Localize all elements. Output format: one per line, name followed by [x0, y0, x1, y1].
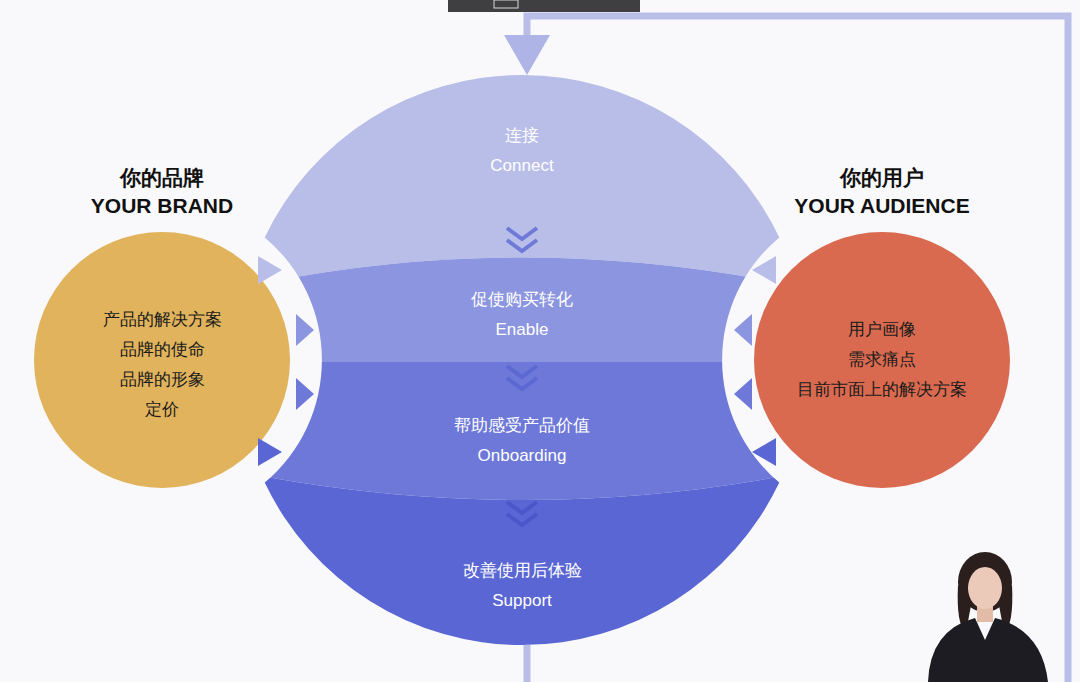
label-group: 促使购买转化Enable: [237, 285, 807, 345]
stage-band: 帮助感受产品价值Onboarding: [237, 362, 807, 500]
audience-circle: 你的用户YOUR AUDIENCE 用户画像需求痛点目前市面上的解决方案: [754, 160, 1010, 490]
presenter-suit: [928, 618, 1048, 682]
stage-label: Connect: [490, 151, 553, 181]
presenter-hair: [998, 585, 1012, 632]
inflow-triangle: [296, 378, 314, 410]
stage-label: 帮助感受产品价值: [454, 411, 590, 441]
arrow-head: [504, 35, 550, 75]
inflow-triangle: [296, 314, 314, 346]
list-item: 定价: [145, 395, 179, 425]
presenter-hair: [958, 552, 1012, 612]
inflow-triangle: [752, 438, 776, 466]
presenter-figure: [928, 552, 1048, 682]
node-heading: YOUR BRAND: [91, 192, 233, 220]
chevron: [507, 378, 537, 389]
stage-band: 改善使用后体验Support: [237, 470, 807, 645]
label-group: 帮助感受产品价值Onboarding: [237, 411, 807, 471]
node-heading: YOUR AUDIENCE: [794, 192, 969, 220]
list-item: 需求痛点: [848, 345, 916, 375]
presenter-neck: [977, 600, 993, 622]
stage-label: Onboarding: [478, 441, 567, 471]
label-group: 改善使用后体验Support: [237, 556, 807, 616]
brand-circle: 你的品牌YOUR BRAND 产品的解决方案品牌的使命品牌的形象定价: [34, 160, 290, 490]
chevron: [507, 240, 537, 251]
stage-label: Support: [492, 586, 552, 616]
list-group: 用户画像需求痛点目前市面上的解决方案: [754, 315, 1010, 405]
circle-fill: [754, 232, 1010, 488]
heading-group: 你的用户YOUR AUDIENCE: [754, 164, 1010, 220]
loop-connector-group: [504, 16, 1068, 682]
chevron: [507, 228, 537, 239]
list-item: 目前市面上的解决方案: [797, 375, 967, 405]
chevron: [507, 514, 537, 525]
inflow-triangle: [752, 256, 776, 284]
stage-label: 连接: [505, 121, 539, 151]
node-heading: 你的用户: [840, 164, 924, 192]
flow-chevrons: [507, 228, 537, 525]
stage-label: 促使购买转化: [471, 285, 573, 315]
inflow-triangle: [734, 378, 752, 410]
list-item: 品牌的形象: [120, 365, 205, 395]
stage-label: Enable: [496, 315, 549, 345]
inflow-triangle: [734, 314, 752, 346]
band-fill: [230, 258, 814, 363]
feedback-connector: [527, 16, 1068, 682]
chevron: [507, 502, 537, 513]
band-fill: [230, 362, 814, 500]
band-outline: [237, 470, 807, 645]
circle-fill: [34, 232, 290, 488]
presenter-hair: [958, 585, 972, 632]
list-group: 产品的解决方案品牌的使命品牌的形象定价: [34, 305, 290, 425]
inflow-triangle: [258, 256, 282, 284]
heading-group: 你的品牌YOUR BRAND: [34, 164, 290, 220]
list-item: 产品的解决方案: [103, 305, 222, 335]
inflow-triangles: [258, 256, 776, 466]
inflow-triangle: [258, 438, 282, 466]
toolbar-box: [494, 0, 518, 8]
stage-label: 改善使用后体验: [463, 556, 582, 586]
chevron: [507, 366, 537, 377]
band-fill: [230, 60, 814, 290]
video-toolbar: [448, 0, 640, 12]
presenter-face: [968, 567, 1002, 609]
band-fill: [230, 470, 814, 660]
list-item: 品牌的使命: [120, 335, 205, 365]
label-group: 连接Connect: [237, 121, 807, 181]
stage-band: 促使购买转化Enable: [237, 225, 807, 362]
list-item: 用户画像: [848, 315, 916, 345]
node-heading: 你的品牌: [120, 164, 204, 192]
